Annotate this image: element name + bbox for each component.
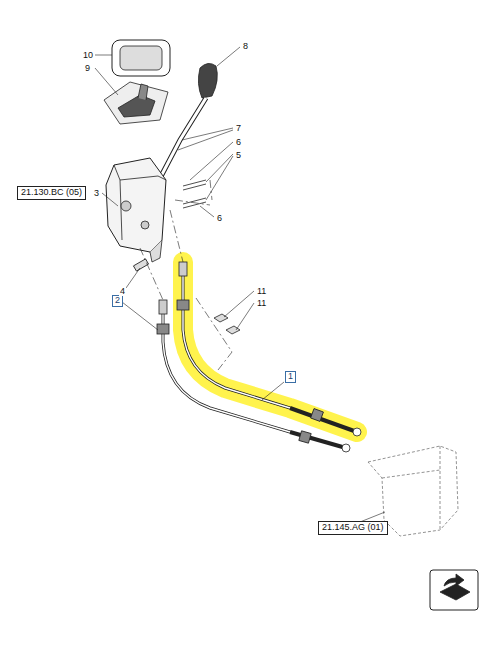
callout-box: 2 [112, 295, 123, 307]
housing-edge [120, 180, 122, 240]
housing-pivot [141, 221, 149, 229]
callout-number: 5 [235, 151, 242, 160]
nav-icon [430, 570, 478, 610]
callout-number: 11 [256, 287, 267, 296]
callout-number: 4 [119, 287, 126, 296]
cable-nut [299, 431, 311, 443]
pin [133, 259, 148, 271]
callout-number: 1 [288, 372, 293, 382]
reference-code: 21.130.BC (05) [21, 188, 82, 198]
nav-icon-arrow [444, 574, 464, 586]
callout-number: 7 [235, 124, 242, 133]
housing-pivot [121, 201, 131, 211]
boot [104, 82, 168, 124]
cable-end [159, 300, 167, 314]
cable-eye [342, 444, 350, 452]
leader-lines [95, 47, 385, 522]
bracket-edge [382, 446, 440, 530]
callout-number: 6 [216, 214, 223, 223]
frame-inner [120, 46, 162, 70]
cable [163, 300, 290, 432]
boot-inner [118, 95, 155, 117]
illustration [95, 40, 478, 610]
callout-number: 9 [84, 64, 91, 73]
cable [183, 262, 290, 408]
cable-eye [353, 428, 361, 436]
callout-number: 3 [93, 189, 100, 198]
cable-nut [157, 324, 169, 334]
callout-number: 2 [115, 296, 120, 306]
reference-code: 21.145.AG (01) [322, 523, 384, 533]
pin [183, 180, 206, 190]
callout-number: 8 [242, 42, 249, 51]
callout-number: 11 [256, 299, 267, 308]
cable-fitting [290, 432, 346, 448]
knob [198, 63, 217, 98]
nav-icon-shape [440, 584, 470, 600]
frame [112, 40, 170, 76]
cable-core [163, 300, 290, 432]
cable-end [179, 262, 187, 276]
callout-number: 6 [235, 138, 242, 147]
boot-stub [138, 84, 148, 100]
housing [106, 158, 166, 252]
callout-box: 1 [285, 371, 296, 383]
reference-box: 21.145.AG (01) [318, 521, 388, 535]
cable-nut [177, 300, 189, 310]
reference-box: 21.130.BC (05) [17, 186, 86, 200]
cable-core [183, 262, 290, 408]
housing-foot [150, 240, 162, 262]
cable-fitting [290, 408, 357, 432]
housing-edge [114, 165, 166, 180]
cable-nut [311, 409, 324, 422]
callout-number: 10 [82, 51, 94, 60]
